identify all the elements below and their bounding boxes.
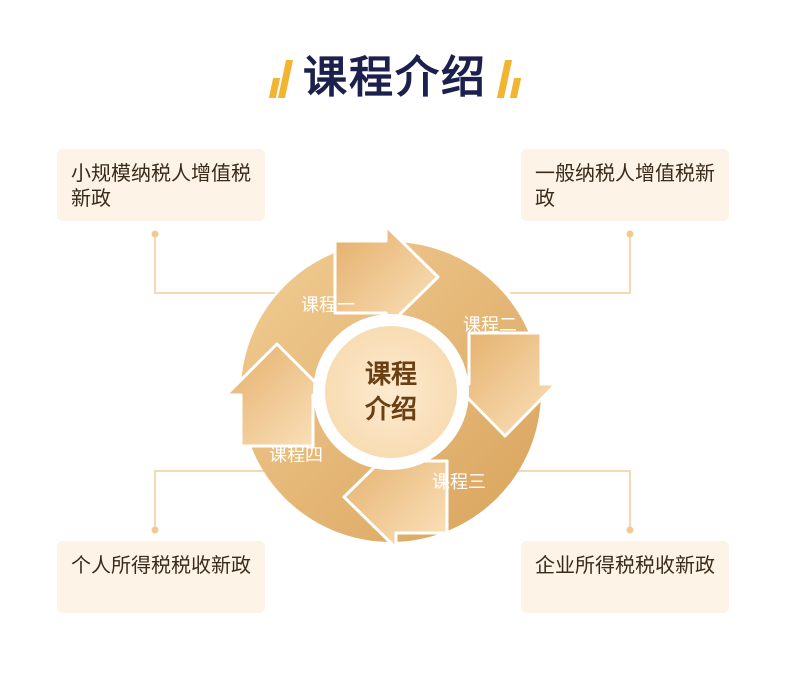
connector-dot [626,526,634,534]
card-top-left: 小规模纳税人增值税新政 [57,149,265,221]
connector-top-left [154,234,275,294]
connector-top-right [510,234,631,294]
cycle-arrows [224,224,558,550]
segment-label-3: 课程三 [432,472,486,493]
title-bar: 课程介绍 [0,46,790,110]
arrow-head-right [452,331,558,438]
connectors [154,234,631,530]
arrow-head-top [333,224,440,330]
segment-label-1: 课程一 [301,295,355,316]
connector-bottom-right [510,470,631,530]
connector-dots [151,230,634,534]
segment-label-4: 课程四 [269,445,323,466]
arrow-head-bottom [342,444,449,550]
arrow-head-left [224,342,330,448]
center-label-line1: 课程 [365,360,417,390]
card-bottom-left: 个人所得税税收新政 [57,541,265,613]
cycle-ring [240,242,541,542]
connector-dot [626,230,634,238]
connector-dot [151,230,159,238]
segment-label-2: 课程二 [463,315,517,336]
center-label-line2: 介绍 [364,395,417,425]
connector-dot [151,526,159,534]
connector-bottom-left [154,470,275,530]
card-bottom-right: 企业所得税税收新政 [521,541,729,613]
center-disc [325,326,457,458]
card-top-right: 一般纳税人增值税新政 [521,149,729,221]
page-title: 课程介绍 [303,52,487,103]
